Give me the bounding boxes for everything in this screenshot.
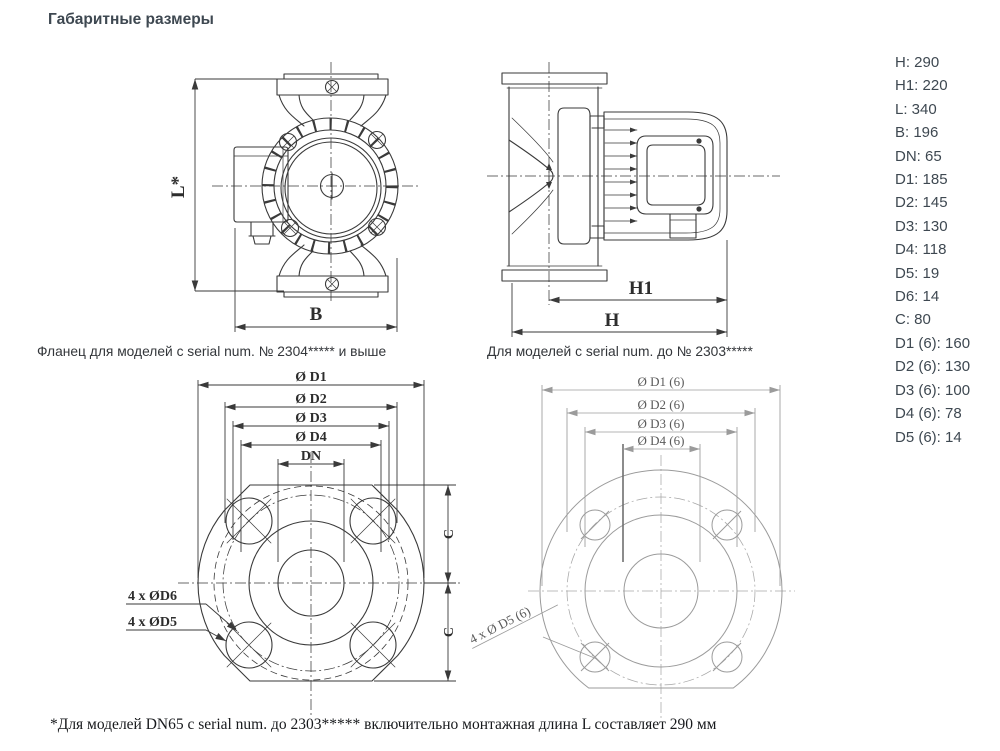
label-d2-6: Ø D2 (6): [638, 397, 685, 412]
label-c-upper: C: [442, 529, 457, 539]
label-h1: H1: [629, 278, 653, 299]
dimension-item: D6: 14: [895, 288, 940, 306]
dimension-item: D1: 185: [895, 171, 948, 189]
dimension-item: D5 (6): 14: [895, 428, 962, 446]
label-d3-6: Ø D3 (6): [638, 416, 685, 431]
label-holes-d5: 4 x ØD5: [128, 615, 177, 630]
flange-new-drawing: Ø D1 Ø D2 Ø D3 Ø D4 DN C C 4 x ØD6 4 x Ø…: [126, 370, 462, 716]
label-d1-6: Ø D1 (6): [638, 374, 685, 389]
dimension-item: D1 (6): 160: [895, 334, 971, 352]
label-holes-d5-6: 4 x Ø D5 (6): [467, 603, 533, 647]
pump-side-view-drawing: H1 H: [487, 62, 780, 337]
label-d1: Ø D1: [295, 370, 327, 385]
dimension-item: B: 196: [895, 124, 939, 142]
footnote: *Для моделей DN65 с serial num. до 2303*…: [50, 716, 717, 733]
dimension-item: D3: 130: [895, 217, 948, 235]
page-title: Габаритные размеры: [48, 11, 214, 28]
dimension-item: H: 290: [895, 54, 940, 71]
label-c-lower: C: [442, 627, 457, 637]
dimension-item: D3 (6): 100: [895, 381, 971, 399]
label-d2: Ø D2: [295, 392, 327, 407]
dimension-item: C: 80: [895, 311, 931, 329]
flange-new-caption: Фланец для моделей с serial num. № 2304*…: [37, 344, 387, 359]
label-d4: Ø D4: [295, 430, 327, 445]
label-d4-6: Ø D4 (6): [638, 433, 685, 448]
label-dn: DN: [301, 449, 321, 464]
label-width-b: B: [310, 304, 323, 325]
dimension-item: D4: 118: [895, 241, 947, 259]
dimensions-list: H: 290 H1: 220 L: 340 B: 196 DN: 65 D1: …: [895, 51, 970, 449]
dimension-item: D5: 19: [895, 264, 940, 282]
label-d3: Ø D3: [295, 411, 327, 426]
label-holes-d6: 4 x ØD6: [128, 589, 177, 604]
pump-front-view-drawing: L* B: [168, 62, 420, 332]
dimension-item: D4 (6): 78: [895, 405, 962, 423]
dimension-item: L: 340: [895, 100, 937, 118]
dimension-item: D2 (6): 130: [895, 358, 971, 376]
flange-old-drawing: Ø D1 (6) Ø D2 (6) Ø D3 (6) Ø D4 (6) 4 x …: [467, 374, 795, 718]
flange-old-caption: Для моделей с serial num. до № 2303*****: [487, 344, 753, 359]
label-h: H: [605, 310, 620, 331]
dimension-item: H1: 220: [895, 77, 948, 95]
dimension-item: DN: 65: [895, 147, 942, 165]
label-length-l: L*: [168, 176, 189, 198]
dimension-item: D2: 145: [895, 194, 948, 212]
